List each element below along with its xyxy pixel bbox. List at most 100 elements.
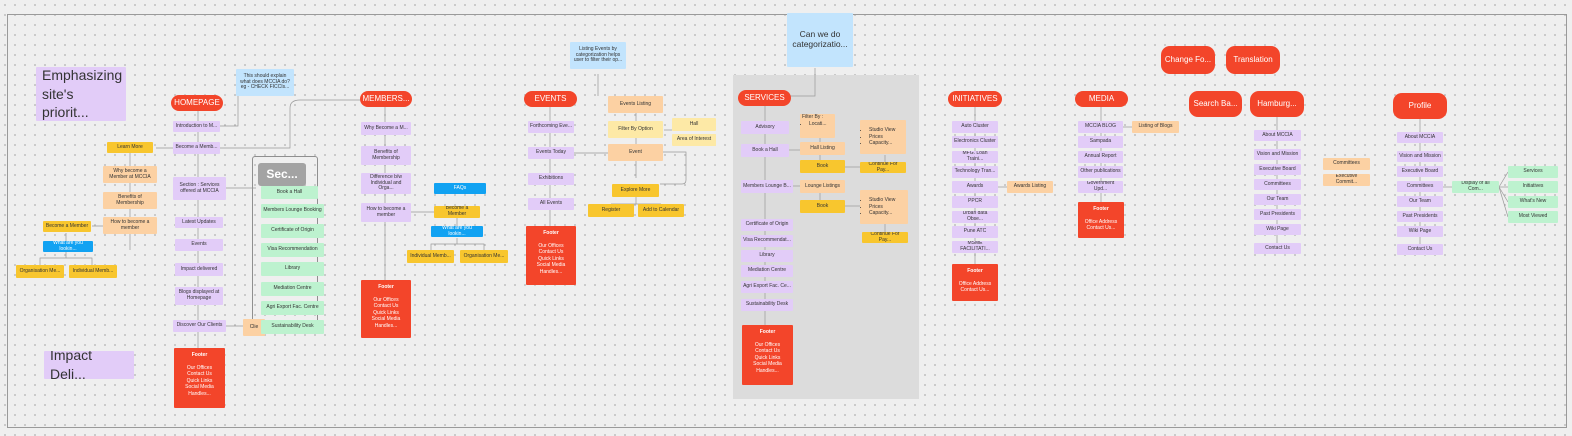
media-footer[interactable]: Footer Office Address Contact Us... (1078, 202, 1124, 238)
members-item[interactable]: Benefits of Membership (361, 146, 411, 165)
explain-note[interactable]: This should explain what does MCCIA do? … (236, 69, 294, 96)
homepage-item[interactable]: Blogs displayed at Homepage (175, 287, 223, 305)
services-item[interactable]: Library (741, 250, 793, 262)
profile-output-node[interactable]: Initiatives (1508, 181, 1558, 193)
listing-of-blogs-node[interactable]: Listing of Blogs (1132, 121, 1179, 133)
homepage-footer[interactable]: Footer Our Offices Contact Us Quick Link… (174, 348, 225, 408)
profile-item[interactable]: About MCCIA (1397, 132, 1443, 143)
profile-item[interactable]: Wiki Page (1397, 226, 1443, 237)
add-to-calendar-button[interactable]: Add to Calendar (638, 204, 684, 217)
homepage-item[interactable]: Discover Our Clients (173, 320, 226, 332)
profile-item[interactable]: Past Presidents (1397, 211, 1443, 222)
homepage-item[interactable]: Latest Updates (175, 217, 223, 228)
members-item[interactable]: Why Become a M... (361, 122, 411, 135)
events-header[interactable]: EVENTS (524, 91, 577, 107)
homepage-item[interactable]: Events (175, 239, 223, 251)
change-font-button[interactable]: Change Fo... (1161, 46, 1215, 74)
services-header[interactable]: SERVICES (738, 90, 791, 106)
events-listing-node[interactable]: Events Listing (608, 96, 663, 113)
homepage-header[interactable]: HOMEPAGE (171, 95, 223, 111)
events-item[interactable]: Exhibitions (528, 173, 574, 185)
hamburger-item[interactable]: Committees (1254, 179, 1301, 190)
lounge-details-node[interactable]: Studio View Prices Capacity... (860, 190, 908, 224)
book-button[interactable]: Book (800, 160, 845, 173)
benefits-node[interactable]: Benefits of Membership (103, 192, 157, 209)
organisation-member-node[interactable]: Organisation Me... (16, 265, 64, 278)
services-list-item[interactable]: Mediation Centre (261, 282, 324, 296)
how-to-become-node[interactable]: How to become a member (103, 217, 157, 234)
listing-events-note[interactable]: Listing Events by categorization helps u… (570, 42, 626, 69)
services-list-item[interactable]: Book a Hall (261, 186, 318, 199)
sec-sticky[interactable]: Sec... (258, 163, 306, 186)
media-item[interactable]: Other publications (1078, 166, 1123, 178)
hamburger-item[interactable]: Past Presidents (1254, 209, 1301, 220)
services-footer[interactable]: Footer Our Offices Contact Us Quick Link… (742, 325, 793, 385)
awards-listing-node[interactable]: Awards Listing (1007, 181, 1053, 193)
hamburger-item[interactable]: Executive Board (1254, 164, 1301, 175)
events-footer[interactable]: Footer Our Offices Contact Us Quick Link… (526, 226, 576, 285)
area-of-interest-node[interactable]: Area of Interest (672, 134, 716, 146)
profile-item[interactable]: Contact Us (1397, 244, 1443, 255)
homepage-item[interactable]: Become a Memb... (173, 142, 220, 154)
hall-listing-node[interactable]: Hall Listing (800, 142, 845, 155)
profile-item[interactable]: Committees (1397, 181, 1443, 192)
services-item[interactable]: Sustainability Desk (741, 299, 793, 311)
profile-header[interactable]: Profile (1393, 93, 1447, 119)
services-item[interactable]: Agri Export Fac. Ce... (741, 281, 793, 293)
initiatives-item[interactable]: Awards (952, 181, 998, 193)
members-footer[interactable]: Footer Our Offices Contact Us Quick Link… (361, 280, 411, 338)
faqs-node[interactable]: FAQs (434, 183, 486, 194)
services-list-item[interactable]: Library (261, 262, 324, 276)
initiatives-item[interactable]: Urban data Obse... (952, 211, 998, 223)
hamburger-item[interactable]: Contact Us (1254, 243, 1301, 254)
filter-by-node[interactable]: Filter By : Locati... (800, 114, 835, 138)
services-list-item[interactable]: Members Lounge Booking (261, 204, 324, 218)
homepage-item[interactable]: Introduction to M... (173, 121, 220, 132)
profile-item[interactable]: Executive Board (1397, 166, 1443, 177)
what-are-you-looking-node[interactable]: What are you lookin... (43, 241, 93, 252)
why-become-node[interactable]: Why become a Member at MCCIA (103, 166, 157, 183)
hamburger-item[interactable]: About MCCIA (1254, 130, 1301, 141)
continue-payment-button[interactable]: Continue For Pay... (862, 232, 908, 243)
hall-filter-node[interactable]: Hall (672, 118, 716, 131)
initiatives-item[interactable]: Electronics Cluster (952, 136, 998, 148)
services-item[interactable]: Members Lounge B... (741, 180, 793, 193)
initiatives-footer[interactable]: Footer Office Address Contact Us... (952, 264, 998, 301)
services-item[interactable]: Mediation Centre (741, 265, 793, 277)
explore-more-button[interactable]: Explore More (612, 184, 659, 197)
impact-sticky[interactable]: Impact Deli... (44, 351, 134, 379)
media-item[interactable]: Annual Report (1078, 151, 1123, 163)
learn-more-node[interactable]: Learn More (107, 142, 153, 153)
initiatives-item[interactable]: MFG. Loan Traini... (952, 151, 998, 163)
events-item[interactable]: Forthcoming Eve... (528, 121, 574, 133)
translation-button[interactable]: Translation (1226, 46, 1280, 74)
hamburger-item[interactable]: Wiki Page (1254, 224, 1301, 235)
services-item[interactable]: Advisory (741, 121, 789, 134)
media-header[interactable]: MEDIA (1075, 91, 1128, 107)
lounge-listings-node[interactable]: Lounge Listings (800, 180, 845, 193)
become-member-node[interactable]: Become a Member (434, 206, 480, 218)
services-item[interactable]: Visa Recommendat... (741, 235, 793, 247)
organisation-member-node[interactable]: Organisation Me... (460, 250, 508, 263)
events-item[interactable]: All Events (528, 198, 574, 210)
individual-member-node[interactable]: Individual Memb... (407, 250, 454, 263)
search-bar-button[interactable]: Search Ba... (1189, 91, 1242, 117)
event-node[interactable]: Event (608, 144, 663, 161)
display-all-committees-node[interactable]: Display of all Com... (1452, 181, 1499, 193)
individual-member-node[interactable]: Individual Memb... (69, 265, 117, 278)
filter-by-option-node[interactable]: Filter By Option (608, 121, 663, 138)
homepage-item[interactable]: Impact delivered (175, 263, 223, 276)
members-item[interactable]: Difference b/w Individual and Orga... (361, 173, 411, 194)
events-item[interactable]: Events Today (528, 147, 574, 159)
media-item[interactable]: Sampada (1078, 136, 1123, 148)
media-item[interactable]: Government Upd... (1078, 181, 1123, 193)
hamburger-item[interactable]: Our Team (1254, 194, 1301, 205)
book-button[interactable]: Book (800, 200, 845, 213)
can-we-categorize-sticky[interactable]: Can we do categorizatio... (787, 13, 853, 67)
profile-item[interactable]: Our Team (1397, 196, 1443, 207)
services-list-item[interactable]: Agri Export Fac. Centre (261, 301, 324, 315)
initiatives-item[interactable]: Pune ATC (952, 226, 998, 238)
initiatives-item[interactable]: Technology Tran... (952, 166, 998, 178)
services-list-item[interactable]: Certificate of Origin (261, 224, 324, 238)
initiatives-header[interactable]: INITIATIVES (948, 91, 1002, 107)
